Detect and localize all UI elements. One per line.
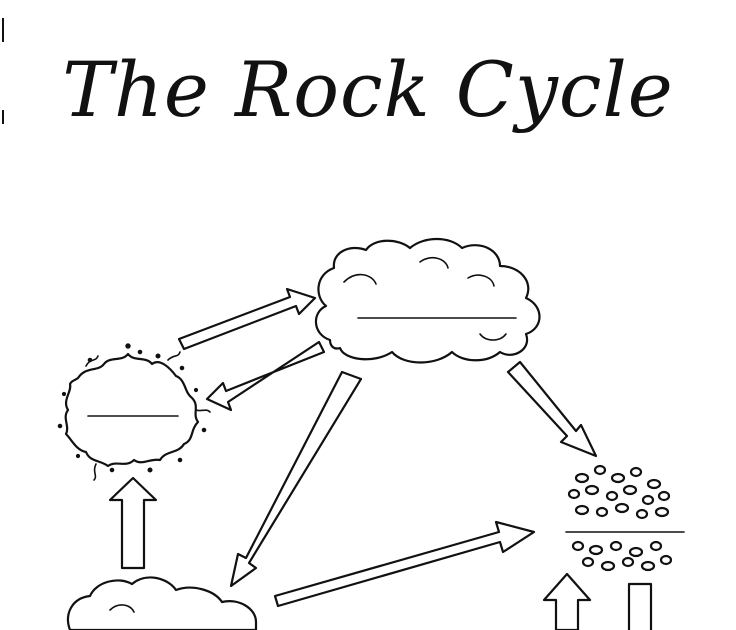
left-edge-mark-middle [2, 110, 4, 124]
arrow-magma-to-top-rock [177, 287, 317, 351]
right-sediment-pile [565, 464, 685, 572]
arrow-up-to-sediment [542, 572, 592, 630]
left-magma-splatter [57, 343, 211, 481]
arrow-bottom-rock-to-magma [108, 476, 158, 570]
arrow-top-rock-to-sediment [506, 360, 598, 458]
bottom-left-rock-shape [66, 576, 258, 630]
top-rock-shape [314, 237, 541, 364]
page-title: The Rock Cycle [62, 45, 674, 134]
arrow-top-rock-to-magma [205, 340, 326, 412]
left-edge-mark-top [2, 18, 4, 42]
arrow-top-rock-to-bottom-left [229, 370, 363, 588]
arrow-bottom-to-sediment [273, 520, 536, 608]
arrow-shaft-bottom-right [627, 582, 653, 630]
